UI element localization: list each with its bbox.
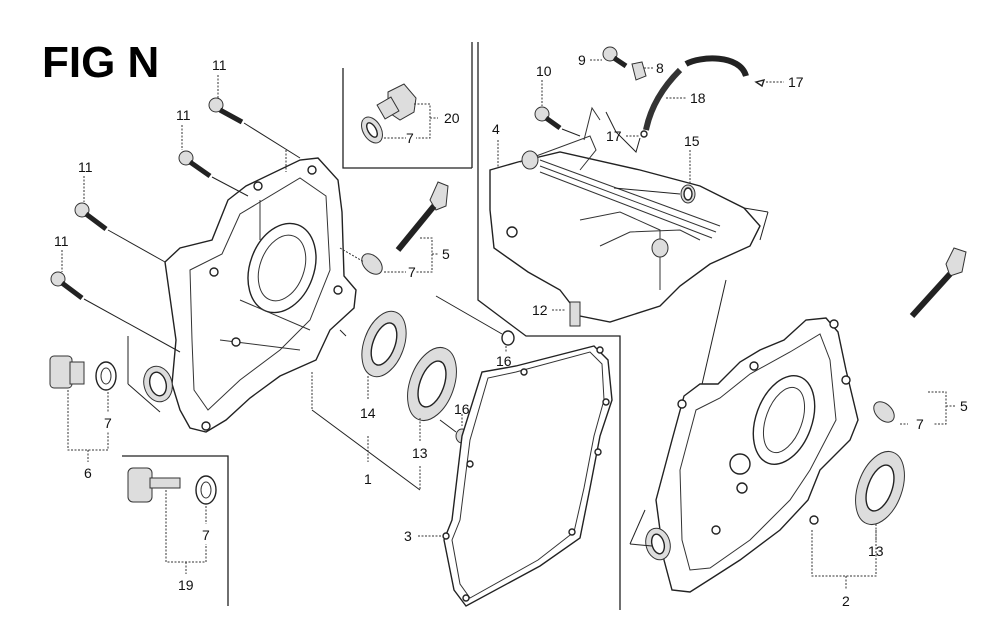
oil-seal-14 [339, 310, 407, 462]
callout-2: 2 [842, 593, 850, 609]
callout-6: 6 [84, 465, 92, 481]
callout-16: 16 [454, 401, 470, 417]
callout-16: 16 [496, 353, 512, 369]
bolt-9-clip-8 [590, 46, 654, 81]
drain-bolt-19 [127, 467, 217, 574]
bearing-13-left [407, 347, 457, 490]
callout-1: 1 [364, 471, 372, 487]
oil-filler-cap-5-left [339, 181, 449, 275]
drain-bolt-12 [552, 301, 581, 327]
callout-3: 3 [404, 528, 412, 544]
bolt-11-d [50, 250, 181, 353]
callout-20: 20 [444, 110, 460, 126]
bolt-11-b [178, 125, 249, 197]
callout-7: 7 [916, 416, 924, 432]
group-frame-oil-tank [477, 42, 621, 610]
callout-7: 7 [104, 415, 112, 431]
group-frame-drain-bolt-19 [122, 455, 229, 606]
callout-17: 17 [788, 74, 804, 90]
callout-13: 13 [412, 445, 428, 461]
callout-5: 5 [442, 246, 450, 262]
callout-11: 11 [176, 107, 191, 123]
bearing-13-right [855, 451, 905, 540]
crankcase-cover-right [629, 317, 877, 593]
oil-filler-cap-5-right [873, 247, 967, 425]
callout-11: 11 [78, 159, 93, 175]
o-ring-15 [613, 150, 696, 204]
callout-9: 9 [578, 52, 586, 68]
callout-10: 10 [536, 63, 552, 79]
callout-13: 13 [868, 543, 884, 559]
crankcase-cover-left [143, 157, 357, 433]
callout-7: 7 [408, 264, 416, 280]
group-frame-drain-plug-20 [342, 42, 473, 169]
callout-19: 19 [178, 577, 194, 593]
callout-7: 7 [202, 527, 210, 543]
callout-7: 7 [406, 130, 414, 146]
breather-tube-18 [605, 55, 784, 153]
callout-labels: 11 11 11 11 20 7 5 7 14 13 1 16 16 3 7 6… [54, 52, 968, 609]
drain-plug-6 [49, 336, 161, 462]
bolt-11-a [208, 75, 301, 172]
callout-8: 8 [656, 60, 664, 76]
bolt-10 [534, 80, 581, 137]
callout-4: 4 [492, 121, 500, 137]
callout-17: 17 [606, 128, 622, 144]
figure-title: FIG N [42, 38, 160, 87]
drain-plug-20 [361, 83, 438, 144]
bolt-11-c [74, 176, 166, 263]
leader-1 [311, 409, 421, 491]
callout-18: 18 [690, 90, 706, 106]
callout-5: 5 [960, 398, 968, 414]
callout-12: 12 [532, 302, 548, 318]
callout-14: 14 [360, 405, 376, 421]
gasket-3 [418, 345, 613, 607]
callout-11: 11 [212, 57, 227, 73]
dowel-pin-16-a [435, 295, 515, 352]
callout-11: 11 [54, 233, 69, 249]
callout-15: 15 [684, 133, 700, 149]
